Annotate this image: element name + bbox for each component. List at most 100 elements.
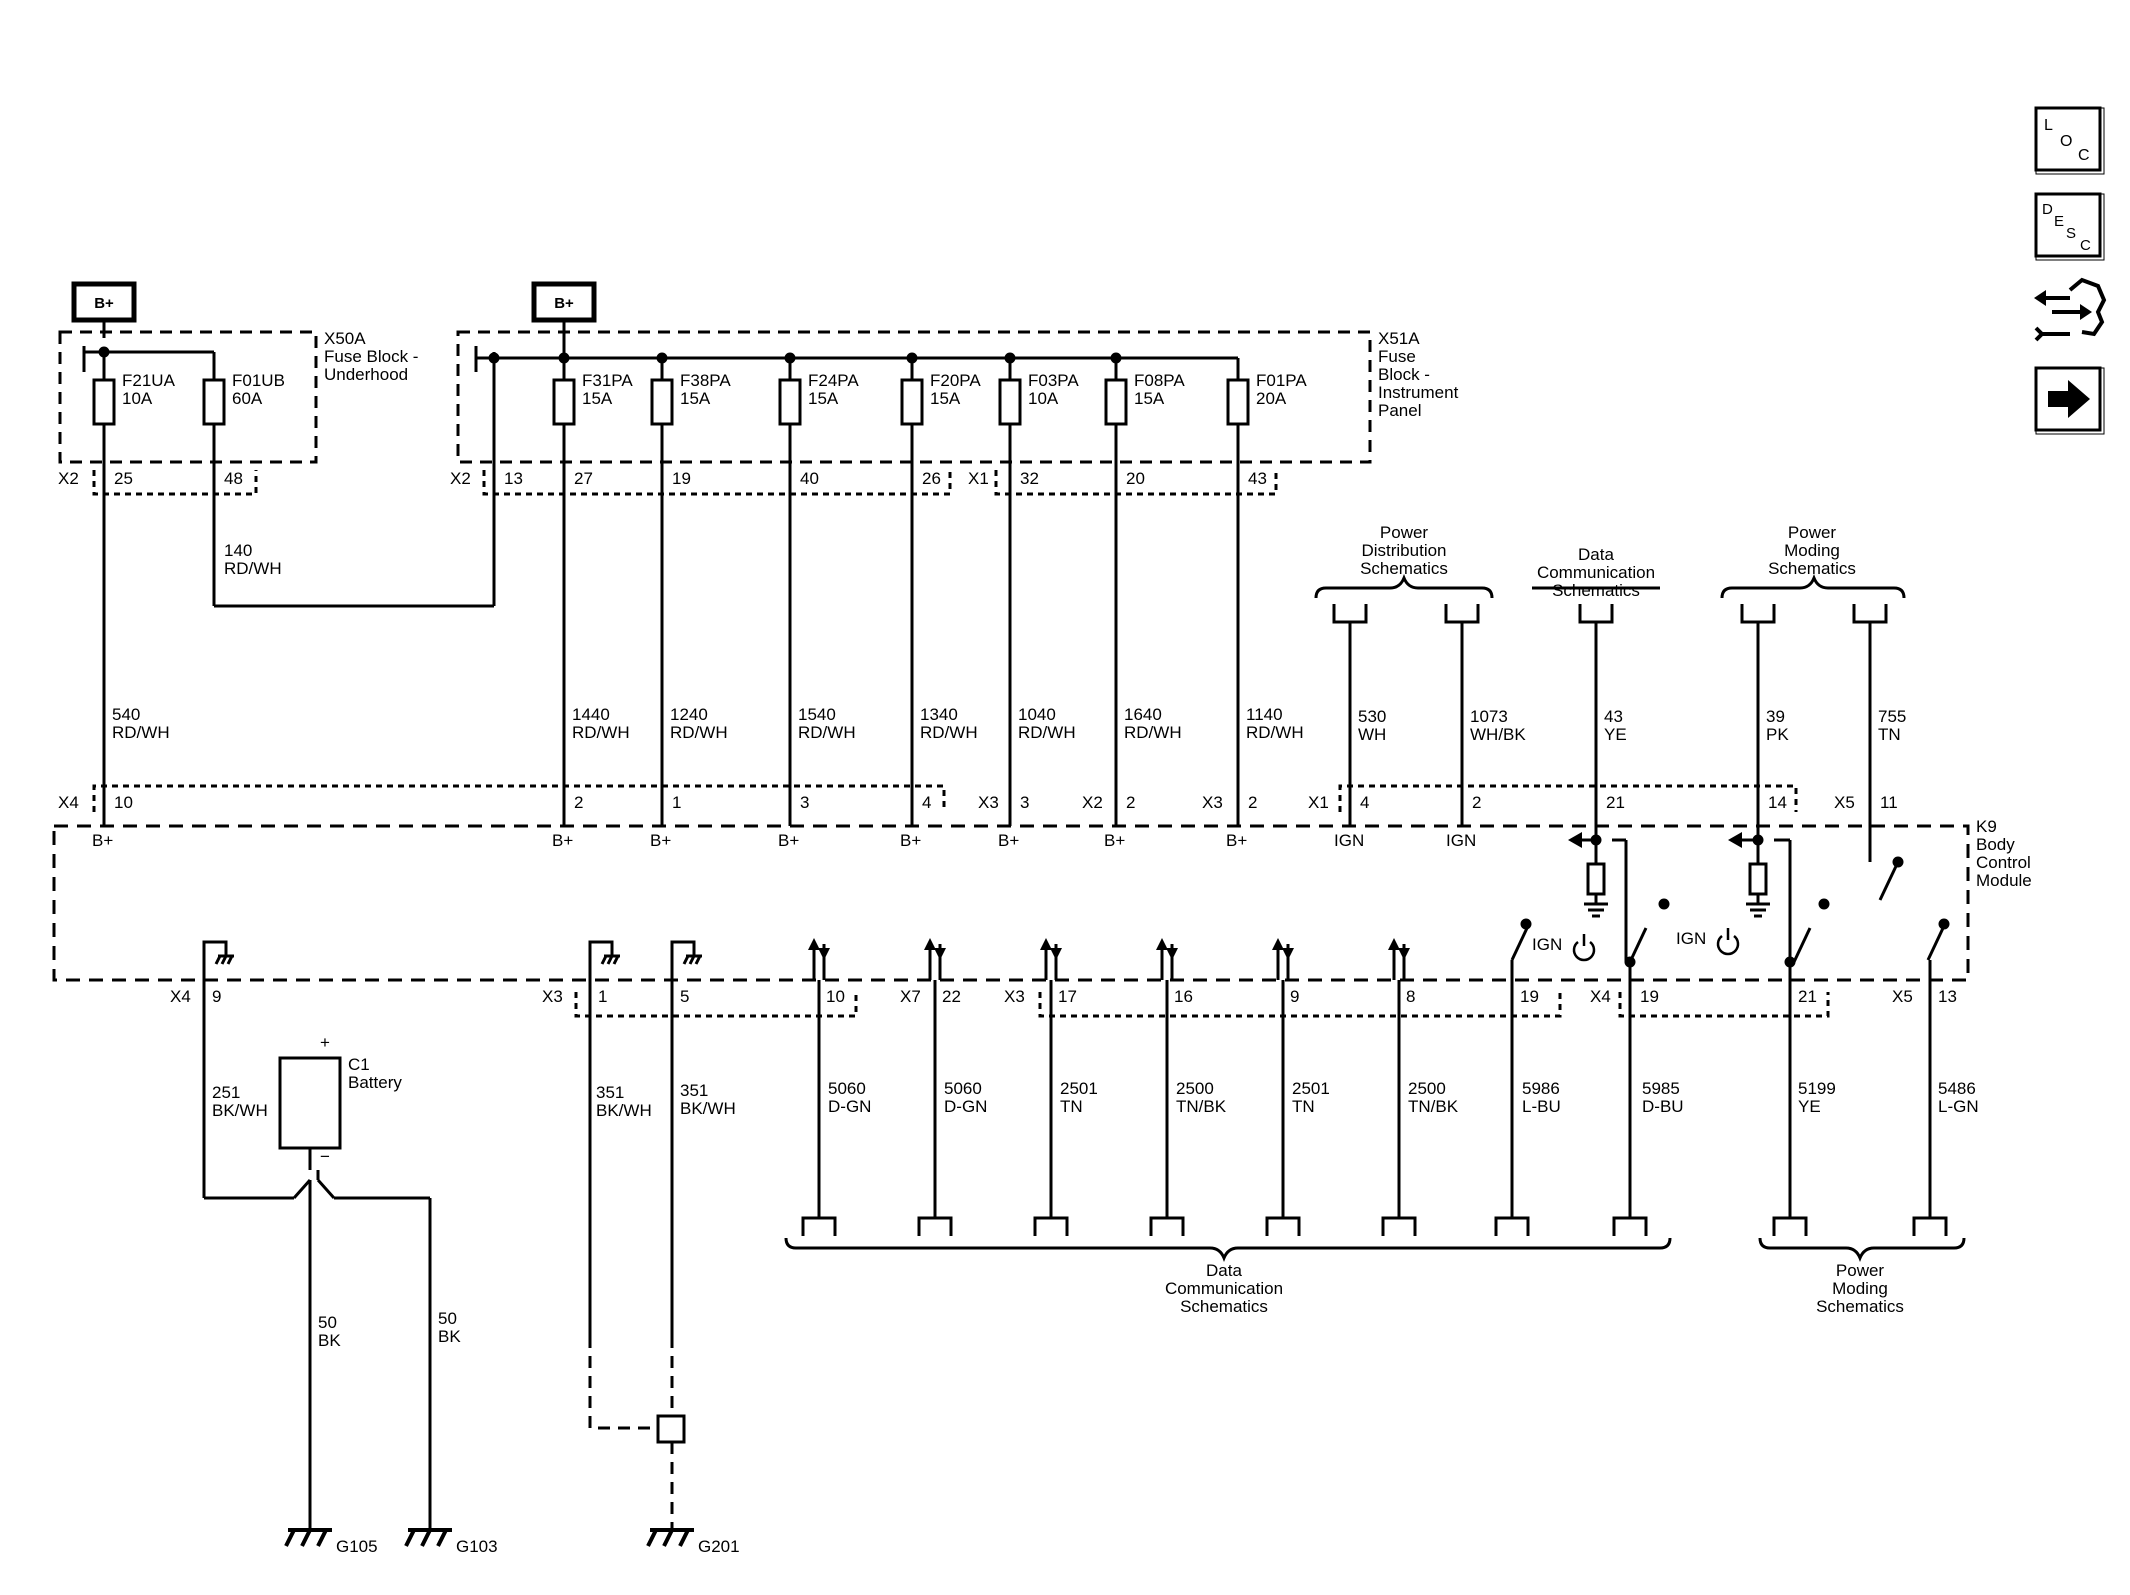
fuse-rating: 15A <box>680 389 711 408</box>
wire-color: RD/WH <box>572 723 630 742</box>
splice-pack <box>656 1414 686 1444</box>
connector-label: X2 <box>1082 793 1103 812</box>
reference-link[interactable]: Schematics <box>1816 1297 1904 1316</box>
pin-number: 22 <box>942 987 961 1006</box>
connector-label: X3 <box>1004 987 1025 1006</box>
reference-link[interactable]: Moding <box>1784 541 1840 560</box>
wire-color: TN/BK <box>1408 1097 1459 1116</box>
fuse-f24pa <box>778 378 802 426</box>
wire-color: RD/WH <box>1124 723 1182 742</box>
reference-link[interactable]: Communication <box>1537 563 1655 582</box>
wire-color: BK/WH <box>212 1101 268 1120</box>
pin-number: 21 <box>1606 793 1625 812</box>
terminal-label: B+ <box>552 831 573 850</box>
pin-number: 26 <box>922 469 941 488</box>
wire-color: L-BU <box>1522 1097 1561 1116</box>
reference-link[interactable]: Schematics <box>1180 1297 1268 1316</box>
reference-link[interactable]: Schematics <box>1360 559 1448 578</box>
wire-number: 5060 <box>828 1079 866 1098</box>
wire-color: D-GN <box>828 1097 871 1116</box>
terminal-label: B+ <box>778 831 799 850</box>
pin-number: 32 <box>1020 469 1039 488</box>
wire-number: 39 <box>1766 707 1785 726</box>
wire-color: RD/WH <box>798 723 856 742</box>
wire-color: D-BU <box>1642 1097 1684 1116</box>
pin-number: 13 <box>504 469 523 488</box>
wire-number: 5060 <box>944 1079 982 1098</box>
pin-number: 43 <box>1248 469 1267 488</box>
k9-label-3: Control <box>1976 853 2031 872</box>
wire-number: 1440 <box>572 705 610 724</box>
wire-number: 1540 <box>798 705 836 724</box>
reference-link[interactable]: Data <box>1206 1261 1242 1280</box>
wire-number: 50 <box>438 1309 457 1328</box>
reference-link[interactable]: Data <box>1578 545 1614 564</box>
fuse-rating: 15A <box>808 389 839 408</box>
connector-label: X4 <box>1590 987 1611 1006</box>
wire-color: TN/BK <box>1176 1097 1227 1116</box>
connector-label: X7 <box>900 987 921 1006</box>
connector-label: X4 <box>170 987 191 1006</box>
fuse-name: F03PA <box>1028 371 1079 390</box>
loc-button[interactable]: L O C <box>2034 106 2105 175</box>
k9-label-2: Body <box>1976 835 2015 854</box>
connector-label: X2 <box>450 469 471 488</box>
reference-link[interactable]: Power <box>1836 1261 1885 1280</box>
connector-label: X1 <box>968 469 989 488</box>
fuse-name: F01UB <box>232 371 285 390</box>
reference-link[interactable]: Schematics <box>1768 559 1856 578</box>
wire-number: 755 <box>1878 707 1906 726</box>
wire-number: 5486 <box>1938 1079 1976 1098</box>
fuse-rating: 10A <box>1028 389 1059 408</box>
terminal-label: B+ <box>900 831 921 850</box>
wire-number: 530 <box>1358 707 1386 726</box>
wire-number: 1240 <box>670 705 708 724</box>
wire-color: RD/WH <box>112 723 170 742</box>
wire-color: BK/WH <box>680 1099 736 1118</box>
pin-number: 17 <box>1058 987 1077 1006</box>
terminal-label: B+ <box>650 831 671 850</box>
pin-number: 40 <box>800 469 819 488</box>
connector-label: X5 <box>1834 793 1855 812</box>
pin-number: 10 <box>826 987 845 1006</box>
pin-number: 2 <box>1126 793 1135 812</box>
reference-link[interactable]: Power <box>1380 523 1429 542</box>
ign-label: IGN <box>1676 929 1706 948</box>
pin-number: 21 <box>1798 987 1817 1006</box>
x51a-label-3: Block - <box>1378 365 1430 384</box>
battery-name: C1 <box>348 1055 370 1074</box>
pin-number: 1 <box>598 987 607 1006</box>
reference-link[interactable]: Schematics <box>1552 581 1640 600</box>
fuse-f21ua <box>92 378 116 426</box>
reference-link[interactable]: Communication <box>1165 1279 1283 1298</box>
wire-color: TN <box>1878 725 1901 744</box>
pin-number: 19 <box>1520 987 1539 1006</box>
x51a-label: X51A <box>1378 329 1420 348</box>
reference-link[interactable]: Distribution <box>1361 541 1446 560</box>
reference-link[interactable]: Power <box>1788 523 1837 542</box>
bplus-2-label: B+ <box>554 295 574 312</box>
fuse-rating: 10A <box>122 389 153 408</box>
desc-button[interactable]: D E S C <box>2034 192 2105 261</box>
ground-label: G105 <box>336 1537 378 1556</box>
wire-number: 2501 <box>1292 1079 1330 1098</box>
terminal-label: B+ <box>92 831 113 850</box>
next-page-arrow-icon[interactable] <box>2034 366 2105 435</box>
k9-body-control-module-outline <box>52 824 1970 982</box>
bplus-1-label: B+ <box>94 295 114 312</box>
fuse-f01ub <box>202 378 226 426</box>
desc-letter: C <box>2080 237 2091 254</box>
pin-number: 5 <box>680 987 689 1006</box>
wire-number: 50 <box>318 1313 337 1332</box>
x50a-label: X50A <box>324 329 366 348</box>
pin-number: 13 <box>1938 987 1957 1006</box>
reference-link[interactable]: Moding <box>1832 1279 1888 1298</box>
wire-number: 140 <box>224 541 252 560</box>
pin-number: 19 <box>672 469 691 488</box>
connector-label: X3 <box>542 987 563 1006</box>
pin-number: 3 <box>800 793 809 812</box>
connector-view-icon[interactable] <box>2034 277 2107 342</box>
pin-number: 25 <box>114 469 133 488</box>
wire-number: 1640 <box>1124 705 1162 724</box>
